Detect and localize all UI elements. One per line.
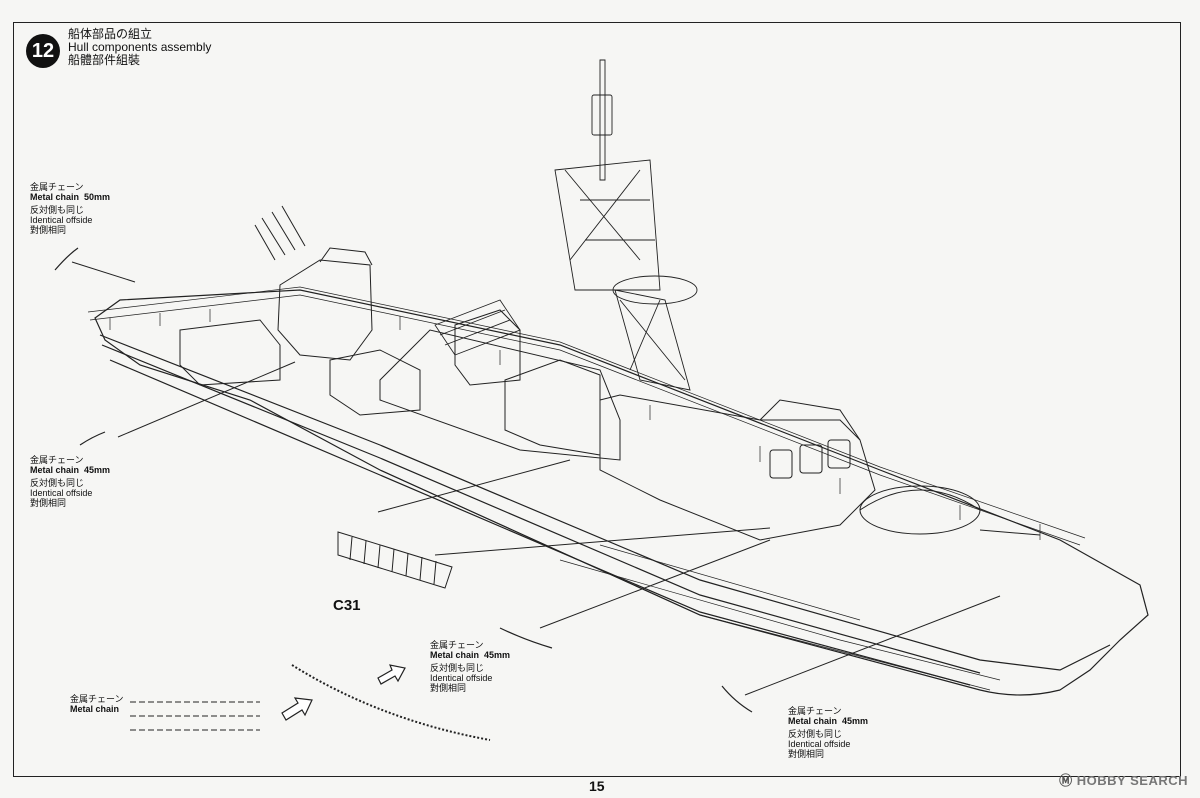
chain-note-45mm-right: 金属チェーン Metal chain 45mm 反対側も同じ Identical… (788, 706, 868, 759)
gun-turret (254, 205, 373, 361)
note-en: Metal chain 45mm (430, 650, 510, 660)
note-en-text: Metal chain (430, 650, 480, 660)
deck-railings (87, 286, 1086, 546)
watermark-text: HOBBY SEARCH (1076, 773, 1188, 788)
note-same-jp: 反対側も同じ (788, 729, 843, 739)
note-en-text: Metal chain (30, 465, 80, 475)
chain-arcs (54, 247, 753, 741)
note-jp: 金属チェーン (30, 455, 84, 465)
chain-legend-sample (130, 701, 260, 731)
note-en-text: Metal chain (30, 192, 80, 202)
note-same-en: Identical offside (30, 488, 93, 498)
page-number: 15 (589, 778, 605, 794)
part-c31-grille (337, 531, 453, 589)
hull-outline (94, 289, 1149, 696)
note-same-zh: 對側相同 (430, 683, 467, 693)
part-label-c31: C31 (333, 597, 361, 614)
launcher-racks (434, 299, 521, 356)
frame-top-rule (13, 22, 1181, 23)
note-en: Metal chain 50mm (30, 192, 110, 202)
note-jp: 金属チェーン (30, 182, 84, 192)
watermark-logo-icon: Ⓜ (1059, 773, 1073, 788)
step-number-badge: 12 (26, 34, 60, 68)
frame-bottom-rule (13, 776, 1181, 777)
note-jp: 金属チェーン (430, 640, 484, 650)
note-same-jp: 反対側も同じ (30, 478, 85, 488)
forward-turret (859, 485, 1041, 536)
note-en: Metal chain 45mm (788, 716, 868, 726)
note-jp: 金属チェーン (788, 706, 842, 716)
legend-jp: 金属チェーン (70, 694, 124, 704)
step-title-jp: 船体部品の組立 (68, 27, 153, 41)
frame-left-rule (13, 22, 14, 777)
lattice-mast (554, 59, 698, 391)
leader-lines (71, 261, 1001, 696)
note-same-jp: 反対側も同じ (430, 663, 485, 673)
note-same-en: Identical offside (788, 739, 851, 749)
chain-legend: 金属チェーン Metal chain (70, 694, 124, 714)
step-title: 船体部品の組立 Hull components assembly 船體部件組裝 (68, 28, 211, 67)
hobby-search-watermark: Ⓜ HOBBY SEARCH (1059, 770, 1188, 789)
note-same-zh: 對側相同 (788, 749, 825, 759)
note-same-en: Identical offside (430, 673, 493, 683)
chain-note-45mm-middle: 金属チェーン Metal chain 45mm 反対側も同じ Identical… (430, 640, 510, 693)
note-en: Metal chain 45mm (30, 465, 110, 475)
legend-en: Metal chain (70, 704, 120, 714)
note-size: 45mm (842, 716, 869, 726)
note-same-en: Identical offside (30, 215, 93, 225)
note-size: 50mm (84, 192, 111, 202)
note-same-jp: 反対側も同じ (30, 205, 85, 215)
chain-note-50mm: 金属チェーン Metal chain 50mm 反対側も同じ Identical… (30, 182, 110, 235)
superstructure (179, 309, 876, 541)
arrows (281, 664, 406, 721)
frame-right-rule (1180, 22, 1181, 777)
note-size: 45mm (484, 650, 511, 660)
note-en-text: Metal chain (788, 716, 838, 726)
note-size: 45mm (84, 465, 111, 475)
step-title-zh: 船體部件組裝 (68, 53, 141, 67)
chain-note-45mm-left: 金属チェーン Metal chain 45mm 反対側も同じ Identical… (30, 455, 110, 508)
step-title-en: Hull components assembly (68, 40, 212, 54)
note-same-zh: 對側相同 (30, 225, 67, 235)
note-same-zh: 對側相同 (30, 498, 67, 508)
